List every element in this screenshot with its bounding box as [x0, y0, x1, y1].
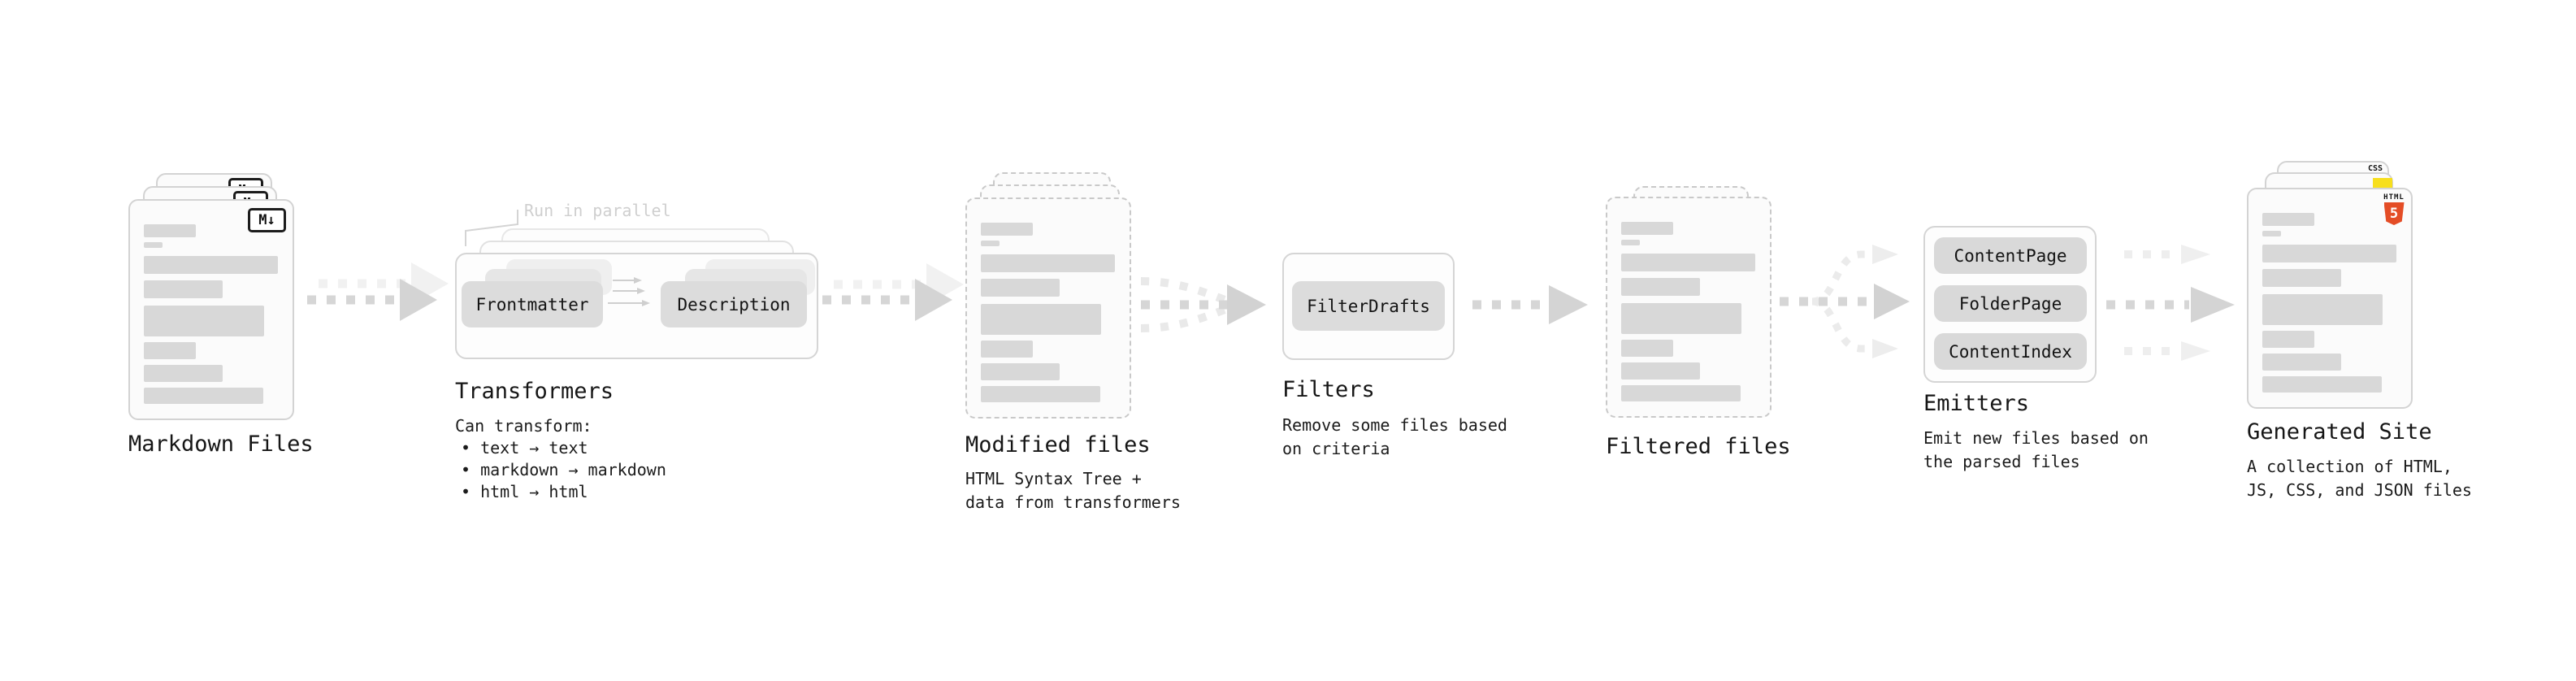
placeholder-bar — [1621, 278, 1700, 296]
placeholder-bar — [144, 388, 263, 404]
placeholder-bar — [2262, 376, 2382, 393]
bullet-item: • text → text — [461, 438, 588, 458]
placeholder-bar — [1621, 222, 1673, 235]
bullet-item: • markdown → markdown — [461, 460, 666, 479]
arrowhead — [1874, 284, 1910, 319]
stage-title-markdown-files: Markdown Files — [128, 432, 314, 457]
placeholder-bar — [1621, 303, 1741, 334]
placeholder-bar — [981, 254, 1115, 272]
placeholder-bar — [144, 365, 223, 382]
placeholder-bar — [981, 279, 1060, 297]
arrowhead — [1227, 284, 1266, 325]
placeholder-bar — [144, 242, 163, 248]
html5-badge-icon: HTML 5 — [2382, 193, 2406, 225]
stage-title-emitters: Emitters — [1923, 391, 2030, 416]
placeholder-bar — [144, 342, 196, 359]
flow-arrow-3-merge — [1140, 277, 1266, 332]
stage-title-filters: Filters — [1282, 377, 1375, 402]
placeholder-bar — [1621, 385, 1741, 401]
flow-arrow-6-triple — [2106, 245, 2235, 361]
js-badge-icon — [2373, 178, 2392, 189]
flow-arrow-5-fork — [1780, 245, 1910, 358]
markdown-badge-icon: M↓ — [248, 208, 286, 232]
transformer-pill-frontmatter: Frontmatter — [462, 281, 603, 327]
flow-arrow-1 — [307, 262, 449, 321]
placeholder-bar — [981, 363, 1060, 380]
placeholder-bar — [1621, 240, 1640, 245]
emitter-pill-folderpage: FolderPage — [1934, 285, 2087, 322]
annotation-leader-line — [465, 210, 518, 246]
emitter-pill-contentindex: ContentIndex — [1934, 333, 2087, 370]
placeholder-bar — [144, 280, 223, 298]
placeholder-bar — [981, 223, 1033, 236]
arrowhead — [2181, 245, 2210, 264]
html5-word: HTML — [2383, 193, 2405, 202]
emitter-pill-contentpage: ContentPage — [1934, 237, 2087, 274]
arrowhead — [2191, 287, 2235, 323]
stage-title-filtered-files: Filtered files — [1606, 434, 1791, 459]
filter-pill-filterdrafts: FilterDrafts — [1292, 281, 1445, 331]
stage-title-transformers: Transformers — [455, 379, 614, 404]
placeholder-bar — [2262, 331, 2314, 348]
stage-title-modified-files: Modified files — [965, 432, 1151, 458]
flow-arrow-2 — [822, 263, 964, 321]
stage-caption-modified-files: HTML Syntax Tree + data from transformer… — [965, 469, 1181, 512]
stage-caption-generated-site: A collection of HTML, JS, CSS, and JSON … — [2247, 457, 2472, 500]
placeholder-bar — [2262, 269, 2341, 287]
stage-caption-emitters: Emit new files based on the parsed files — [1923, 428, 2149, 471]
transformer-pill-description: Description — [661, 281, 807, 327]
placeholder-bar — [981, 304, 1101, 335]
stage-caption-filters: Remove some files based on criteria — [1282, 415, 1507, 458]
stage-caption-transformers: Can transform: — [455, 416, 592, 436]
stage-title-generated-site: Generated Site — [2247, 419, 2432, 445]
placeholder-bar — [144, 306, 264, 336]
arrowhead — [915, 279, 952, 321]
placeholder-bar — [1621, 254, 1755, 271]
placeholder-bar — [2262, 354, 2341, 371]
file-card-front — [1606, 197, 1772, 418]
pill-connector-arrows — [608, 277, 650, 306]
arrowhead — [1872, 245, 1898, 264]
placeholder-bar — [2262, 213, 2314, 226]
html5-shield: 5 — [2383, 202, 2405, 225]
file-card-front: M↓ — [128, 199, 294, 420]
arrowhead — [400, 279, 437, 321]
placeholder-bar — [2262, 231, 2281, 236]
placeholder-bar — [2262, 245, 2396, 262]
placeholder-bar — [2262, 294, 2383, 325]
placeholder-bar — [981, 386, 1100, 402]
placeholder-bar — [981, 241, 1000, 246]
placeholder-bar — [981, 340, 1033, 358]
placeholder-bar — [1621, 362, 1700, 380]
file-card-front — [965, 197, 1131, 419]
placeholder-bar — [144, 224, 196, 237]
flow-arrow-4 — [1472, 285, 1588, 324]
run-in-parallel-annotation: Run in parallel — [524, 201, 671, 220]
placeholder-bar — [1621, 340, 1673, 357]
arrowhead — [1549, 285, 1588, 324]
bullet-item: • html → html — [461, 482, 588, 501]
transform-bullet-list: • text → text • markdown → markdown • ht… — [461, 437, 666, 503]
arrowhead — [2181, 341, 2210, 361]
file-card-front-html: HTML 5 — [2247, 188, 2413, 409]
arrowhead — [1872, 339, 1898, 358]
placeholder-bar — [144, 256, 278, 274]
